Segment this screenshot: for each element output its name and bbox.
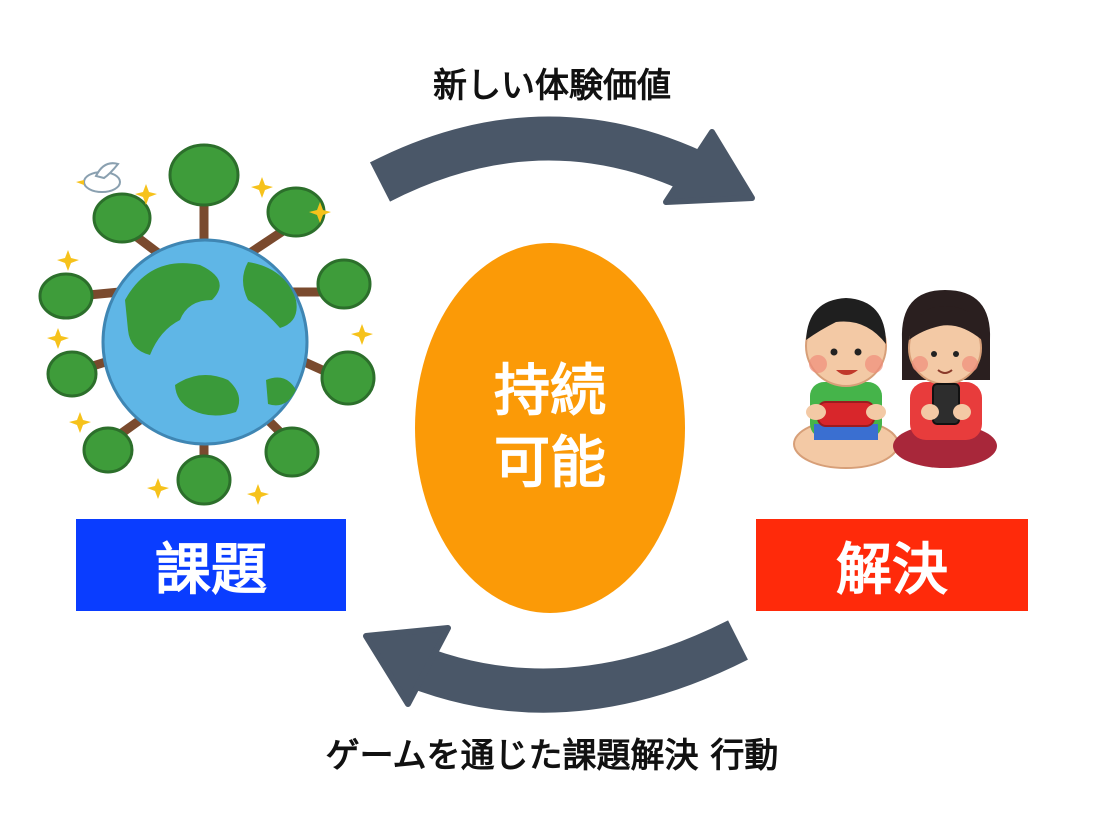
earth-with-trees-icon (38, 143, 376, 506)
bottom-arrow (363, 620, 748, 713)
top-arrow-caption: 新しい体験価値 (433, 66, 671, 106)
problem-label: 課題 (155, 537, 267, 603)
sustainable-oval: 持続 可能 (415, 243, 685, 613)
oval-text-line-1: 持続 (494, 359, 606, 425)
bird-icon (76, 162, 121, 193)
bottom-arrow-caption: ゲームを通じた課題解決 行動 (325, 736, 779, 776)
girl-with-smartphone-icon (893, 290, 997, 468)
solution-label: 解決 (836, 537, 948, 603)
problem-box: 課題 (76, 519, 346, 611)
solution-box: 解決 (756, 519, 1028, 611)
children-playing-games-icon (793, 290, 997, 469)
boy-with-console-icon (793, 298, 899, 469)
top-arrow (369, 116, 755, 205)
oval-text-line-2: 可能 (494, 431, 606, 496)
